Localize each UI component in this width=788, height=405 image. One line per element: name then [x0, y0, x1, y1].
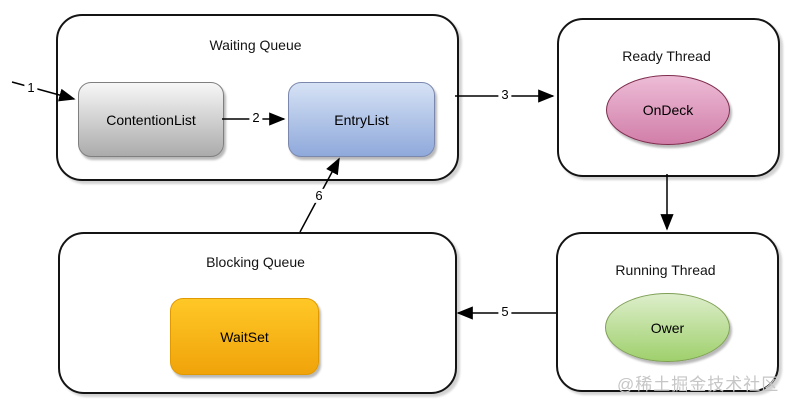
wait-set-node: WaitSet [170, 298, 319, 375]
edge-label-3: 3 [498, 87, 512, 103]
ower-label: Ower [650, 319, 685, 336]
entry-list-node: EntryList [288, 82, 435, 157]
ready-thread-title: Ready Thread [622, 48, 711, 64]
waiting-queue-title: Waiting Queue [209, 37, 302, 53]
contention-list-node: ContentionList [78, 82, 224, 157]
on-deck-label: OnDeck [642, 102, 694, 118]
watermark-text: @稀土掘金技术社区 [617, 375, 780, 394]
running-thread-title: Running Thread [615, 262, 716, 278]
edge-label-5: 5 [498, 304, 512, 320]
edge-label-1: 1 [24, 80, 38, 96]
wait-set-label: WaitSet [220, 328, 269, 345]
ower-node: Ower [605, 293, 730, 362]
entry-list-label: EntryList [334, 111, 389, 128]
blocking-queue-title: Blocking Queue [206, 254, 305, 270]
edge-label-6: 6 [312, 188, 326, 204]
on-deck-node: OnDeck [606, 75, 730, 145]
edge-label-2: 2 [249, 110, 263, 126]
contention-list-label: ContentionList [106, 111, 196, 128]
